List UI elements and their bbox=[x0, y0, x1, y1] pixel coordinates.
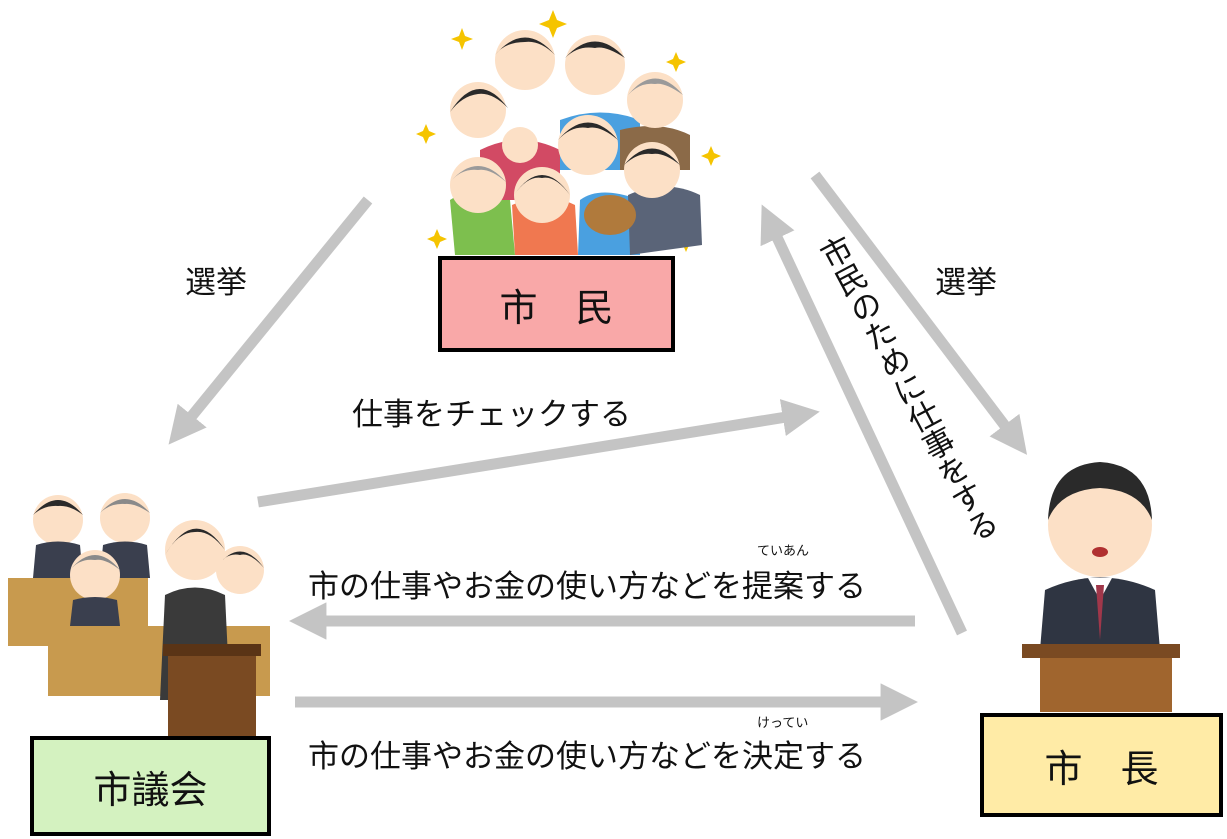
mayor-label: 市 長 bbox=[1044, 746, 1159, 791]
propose-label: 市の仕事やお金の使い方などを提案する bbox=[308, 569, 866, 605]
election-left-label: 選挙 bbox=[185, 265, 247, 301]
council-box: 市議会 bbox=[30, 736, 271, 836]
election-right-label: 選挙 bbox=[935, 265, 997, 301]
council-label: 市議会 bbox=[93, 767, 208, 812]
propose-ruby: ていあん bbox=[757, 544, 810, 559]
arrow-mayor-to-citizens bbox=[760, 204, 967, 636]
mayor-box: 市 長 bbox=[980, 713, 1223, 817]
citizens-box: 市 民 bbox=[438, 256, 675, 352]
arrow-citizens-to-mayor bbox=[810, 171, 1028, 455]
check-work-label: 仕事をチェックする bbox=[352, 397, 631, 433]
arrow-council-check bbox=[257, 399, 820, 508]
arrow-citizens-to-council bbox=[168, 196, 373, 445]
decide-label: 市の仕事やお金の使い方などを決定する bbox=[308, 739, 866, 775]
decide-ruby: けってい bbox=[757, 716, 809, 731]
citizens-label: 市 民 bbox=[499, 285, 614, 330]
